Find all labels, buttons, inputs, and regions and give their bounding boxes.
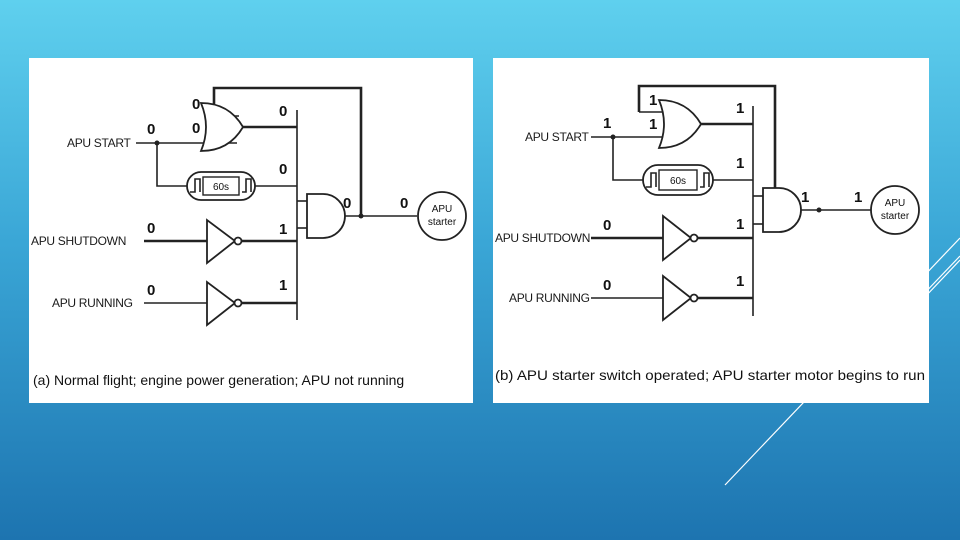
starter-input-value: 0	[400, 195, 408, 212]
not-gate-shutdown	[662, 214, 699, 262]
or-input-2-value: 0	[192, 120, 200, 137]
apu-shutdown-value: 0	[147, 220, 155, 237]
and-input-2-value: 1	[736, 155, 744, 172]
apu-shutdown-label: APU SHUTDOWN	[495, 231, 590, 245]
svg-text:APU: APU	[432, 204, 453, 215]
apu-starter: APU starter	[870, 185, 920, 235]
apu-running-label: APU RUNNING	[52, 296, 133, 310]
apu-start-label: APU START	[67, 136, 132, 150]
svg-text:60s: 60s	[213, 182, 229, 193]
svg-text:starter: starter	[881, 211, 910, 222]
apu-running-label: APU RUNNING	[509, 291, 590, 305]
apu-start-value: 1	[603, 115, 611, 132]
svg-text:starter: starter	[428, 217, 457, 228]
and-gate	[762, 187, 802, 233]
caption-a: (a) Normal flight; engine power generati…	[33, 372, 404, 388]
starter-input-value: 1	[854, 189, 862, 206]
and-output-value: 0	[343, 195, 351, 212]
apu-start-label: APU START	[525, 130, 590, 144]
timer-60s: 60s	[186, 171, 256, 201]
apu-starter: APU starter	[417, 191, 467, 241]
or-input-1-value: 1	[649, 92, 657, 109]
not-gate-running	[662, 274, 699, 322]
or-gate	[657, 99, 703, 149]
and-input-1-value: 1	[736, 100, 744, 117]
not-gate-running	[206, 280, 243, 327]
apu-shutdown-value: 0	[603, 217, 611, 234]
or-gate	[199, 102, 245, 152]
and-output-value: 1	[801, 189, 809, 206]
feedback-wire	[212, 86, 363, 216]
logic-diagram-b: 60s APU starter APU START APU SHUTDOWN A…	[495, 84, 925, 383]
apu-start-value: 0	[147, 121, 155, 138]
svg-text:APU: APU	[885, 198, 906, 209]
timer-60s: 60s	[642, 164, 714, 196]
wires	[136, 86, 417, 320]
and-input-1-value: 0	[279, 103, 287, 120]
or-input-2-value: 1	[649, 116, 657, 133]
apu-running-value: 0	[603, 277, 611, 294]
diagram-panel-starter-operated: 60s APU starter APU START APU SHUTDOWN A…	[493, 58, 929, 403]
apu-running-value: 0	[147, 282, 155, 299]
wires	[591, 84, 871, 316]
and-input-3-value: 1	[736, 216, 744, 233]
and-input-3-value: 1	[279, 221, 287, 238]
apu-shutdown-label: APU SHUTDOWN	[31, 234, 126, 248]
and-input-4-value: 1	[736, 273, 744, 290]
feedback-wire	[637, 84, 777, 210]
svg-text:60s: 60s	[670, 176, 686, 187]
and-input-4-value: 1	[279, 277, 287, 294]
caption-b: (b) APU starter switch operated; APU sta…	[495, 367, 925, 383]
logic-diagram-a: 60s APU starter APU START APU SHUTDOWN A…	[31, 86, 467, 388]
not-gate-shutdown	[206, 218, 243, 265]
diagram-panel-normal-flight: 60s APU starter APU START APU SHUTDOWN A…	[29, 58, 473, 403]
and-input-2-value: 0	[279, 161, 287, 178]
or-input-1-value: 0	[192, 96, 200, 113]
and-gate	[306, 193, 346, 239]
